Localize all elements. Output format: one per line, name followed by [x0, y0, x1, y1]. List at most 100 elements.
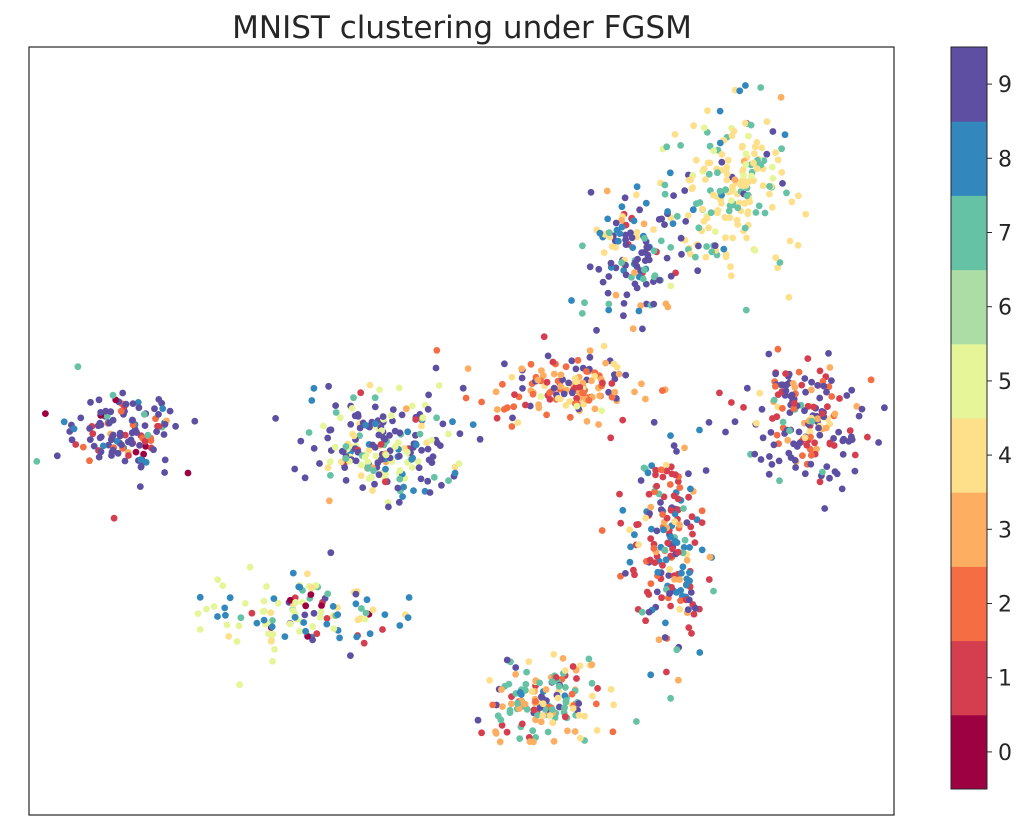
data-point: [561, 713, 569, 721]
data-point: [425, 391, 432, 399]
data-point: [496, 738, 504, 746]
data-point: [522, 401, 529, 409]
data-point: [412, 441, 420, 449]
data-point: [599, 379, 606, 387]
data-point: [70, 425, 78, 433]
data-point: [350, 394, 357, 402]
data-point: [554, 694, 562, 702]
colorbar-tick-label-3: 3: [998, 518, 1012, 543]
data-point: [631, 531, 638, 539]
data-point: [662, 619, 669, 627]
data-point: [687, 485, 694, 493]
data-point: [757, 84, 765, 91]
data-point: [598, 407, 605, 415]
data-point: [72, 441, 80, 448]
data-point: [698, 519, 706, 526]
data-point: [86, 436, 94, 443]
data-point: [848, 386, 856, 394]
data-point: [668, 583, 675, 591]
data-point: [381, 436, 389, 443]
data-point: [718, 158, 726, 166]
data-point: [286, 620, 294, 628]
data-point: [685, 493, 692, 501]
data-point: [825, 350, 832, 357]
data-point: [699, 205, 706, 213]
data-point: [711, 242, 719, 250]
data-point: [753, 165, 761, 173]
data-point: [136, 483, 144, 490]
data-point: [571, 728, 579, 735]
data-point: [693, 516, 701, 524]
colorbar-segment-0: [951, 714, 987, 790]
data-point: [327, 549, 335, 557]
data-point: [643, 243, 651, 251]
data-point: [592, 700, 600, 708]
data-point: [801, 470, 809, 478]
colorbar-segment-5: [951, 343, 987, 419]
data-point: [332, 402, 339, 409]
data-point: [301, 611, 309, 619]
data-point: [114, 449, 122, 457]
data-point: [838, 485, 846, 493]
data-point: [94, 422, 102, 430]
data-point: [260, 616, 268, 624]
data-point: [666, 565, 674, 573]
data-point: [357, 389, 365, 397]
data-point: [469, 421, 477, 428]
data-point: [705, 170, 713, 178]
data-point: [562, 697, 570, 705]
data-point: [702, 176, 709, 183]
data-point: [105, 441, 112, 449]
data-point: [607, 686, 615, 693]
data-point: [307, 591, 315, 598]
data-point: [99, 442, 107, 450]
data-point: [161, 420, 169, 428]
data-point: [596, 229, 604, 237]
data-point: [404, 614, 412, 621]
data-point: [654, 568, 662, 576]
colorbar-segment-1: [951, 640, 987, 716]
data-point: [686, 250, 694, 258]
data-point: [759, 434, 767, 442]
data-point: [550, 651, 558, 658]
data-point: [124, 438, 132, 446]
data-point: [677, 597, 684, 604]
data-point: [810, 403, 818, 411]
data-point: [613, 226, 621, 234]
data-point: [241, 600, 249, 607]
data-point: [696, 199, 704, 206]
data-point: [660, 493, 668, 501]
data-point: [361, 615, 369, 623]
data-point: [816, 367, 824, 375]
data-point: [605, 229, 613, 237]
data-point: [830, 442, 838, 449]
data-point: [788, 198, 796, 206]
data-point: [743, 192, 751, 200]
data-point: [561, 667, 569, 674]
data-point: [741, 199, 748, 207]
data-point: [408, 402, 416, 410]
data-point: [698, 507, 706, 515]
data-point: [669, 545, 676, 553]
data-point: [786, 427, 793, 435]
data-point: [575, 700, 583, 707]
data-point: [352, 457, 360, 465]
data-point: [42, 410, 49, 417]
data-point: [122, 400, 130, 408]
data-point: [751, 150, 758, 158]
data-point: [360, 639, 368, 647]
data-point: [585, 396, 593, 404]
data-point: [155, 423, 163, 430]
data-point: [281, 633, 289, 640]
data-point: [559, 655, 567, 662]
data-point: [578, 310, 586, 317]
data-point: [700, 165, 708, 173]
data-point: [95, 396, 103, 404]
data-point: [512, 671, 519, 678]
data-point: [404, 428, 412, 436]
data-point: [819, 468, 826, 476]
data-point: [768, 203, 776, 211]
data-point: [102, 407, 110, 415]
data-point: [617, 519, 625, 527]
data-point: [540, 333, 548, 341]
